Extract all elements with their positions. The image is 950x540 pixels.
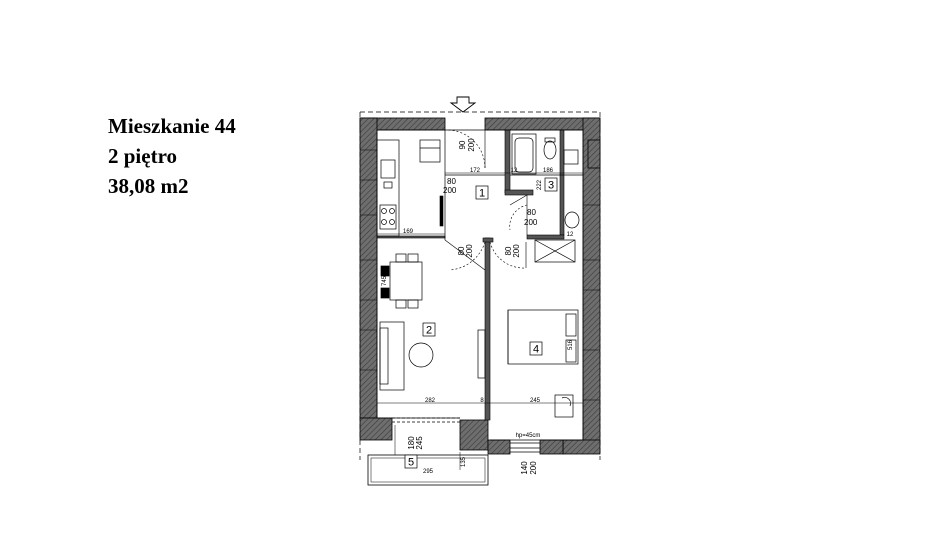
bedroom-window <box>510 442 540 453</box>
dim-wall-8: 8 <box>480 398 484 404</box>
dimension-lines <box>377 172 583 470</box>
room-outlines <box>376 129 584 441</box>
dim-room1-door-h: 200 <box>443 186 457 195</box>
dim-living-width: 282 <box>425 398 436 404</box>
bathroom-fixtures <box>511 133 580 229</box>
dim-table: 745 <box>382 275 388 286</box>
dim-bed-door-w: 80 <box>504 246 513 255</box>
dim-wall-12b: 12 <box>567 232 574 238</box>
walls <box>359 117 601 455</box>
title-block: Mieszkanie 44 2 piętro 38,08 m2 <box>108 111 236 201</box>
dim-bed-window-w: 140 <box>520 461 529 475</box>
room-3-label: 3 <box>548 180 554 192</box>
window-hp-label: hp=45cm <box>516 433 541 439</box>
dim-wall-12: 12 <box>511 168 518 174</box>
dim-living-door-h: 200 <box>465 244 474 258</box>
room-1-label: 1 <box>479 188 485 200</box>
doors <box>439 129 528 271</box>
dim-balcony-width: 295 <box>423 469 434 475</box>
dim-bed-door-h: 200 <box>512 244 521 258</box>
dining-table <box>380 253 423 309</box>
entrance-arrow-icon <box>449 96 477 113</box>
apartment-floor: 2 piętro <box>108 144 178 168</box>
dim-balcony-door-w: 180 <box>407 436 416 450</box>
apartment-name: Mieszkanie 44 <box>108 114 236 138</box>
bed <box>507 309 579 418</box>
dim-hall-width: 172 <box>470 168 481 174</box>
dim-kitchen-width: 169 <box>403 229 414 235</box>
dim-bed-width: 516 <box>568 339 574 350</box>
right-windows <box>583 204 600 401</box>
dim-living-door-w: 80 <box>457 246 466 255</box>
dim-bath-door-h: 200 <box>524 218 538 227</box>
dim-room1-door-w: 80 <box>447 177 456 186</box>
room-4-label: 4 <box>533 344 539 356</box>
dim-entry-door-w: 90 <box>458 140 467 149</box>
apartment-area: 38,08 m2 <box>108 174 189 198</box>
internal-walls <box>376 129 565 421</box>
room-labels: 1 2 3 4 5 <box>404 177 558 469</box>
left-windows <box>360 149 377 371</box>
sofa <box>379 321 486 391</box>
kitchen-counter <box>376 139 441 237</box>
dim-bedroom-width: 245 <box>530 398 541 404</box>
dim-bath-height: 222 <box>537 179 543 190</box>
room-5-label: 5 <box>408 457 414 469</box>
dim-bath-door-w: 80 <box>527 208 536 217</box>
dim-bath-width: 186 <box>543 168 554 174</box>
dim-bed-window-h: 200 <box>529 461 538 475</box>
dim-balcony-depth: 135 <box>461 456 467 467</box>
dim-balcony-door-h: 245 <box>415 436 424 450</box>
balcony <box>367 417 489 486</box>
dim-entry-door-h: 200 <box>467 138 476 152</box>
dimension-texts: 90 200 172 12 186 222 80 200 80 200 169 … <box>382 138 574 475</box>
room-2-label: 2 <box>426 325 432 337</box>
